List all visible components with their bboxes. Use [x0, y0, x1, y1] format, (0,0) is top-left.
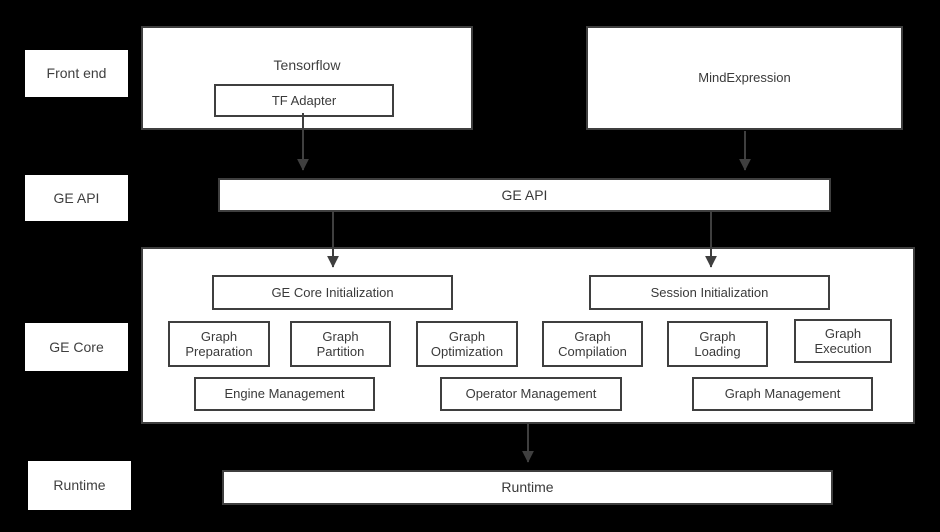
layer-label-ge-core-text: GE Core — [49, 338, 104, 355]
layer-label-runtime: Runtime — [28, 461, 131, 510]
session-initialization-label: Session Initialization — [650, 284, 769, 300]
module-graph-management-label: Graph Management — [724, 386, 841, 402]
module-graph-loading[interactable]: Graph Loading — [667, 321, 768, 367]
module-operator-management[interactable]: Operator Management — [440, 377, 622, 411]
ge-core-initialization-box[interactable]: GE Core Initialization — [212, 275, 453, 310]
module-graph-optimization-label: Graph Optimization — [430, 328, 504, 359]
ge-core-initialization-label: GE Core Initialization — [271, 284, 394, 300]
runtime-bar-label: Runtime — [501, 479, 554, 496]
ge-api-bar[interactable]: GE API — [218, 178, 831, 212]
module-graph-partition-label: Graph Partition — [316, 328, 365, 359]
layer-label-front-end: Front end — [25, 50, 128, 97]
module-graph-management[interactable]: Graph Management — [692, 377, 873, 411]
module-engine-management-label: Engine Management — [224, 386, 345, 402]
layer-label-runtime-text: Runtime — [53, 477, 106, 494]
module-operator-management-label: Operator Management — [465, 386, 597, 402]
module-graph-compilation-label: Graph Compilation — [558, 328, 627, 359]
layer-label-front-end-text: Front end — [46, 65, 107, 82]
module-engine-management[interactable]: Engine Management — [194, 377, 375, 411]
runtime-bar[interactable]: Runtime — [222, 470, 833, 505]
module-graph-preparation-label: Graph Preparation — [185, 328, 253, 359]
module-graph-execution-label: Graph Execution — [814, 325, 872, 356]
module-graph-optimization[interactable]: Graph Optimization — [416, 321, 518, 367]
layer-label-ge-core: GE Core — [25, 323, 128, 371]
layer-label-ge-api: GE API — [25, 175, 128, 221]
tf-adapter-box[interactable]: TF Adapter — [214, 84, 394, 117]
ge-api-bar-label: GE API — [501, 186, 548, 203]
ge-core-container: GE Core Initialization Session Initializ… — [141, 247, 915, 424]
mindexpression-label: MindExpression — [698, 70, 791, 86]
tensorflow-title: Tensorflow — [273, 57, 341, 73]
mindexpression-container: MindExpression — [586, 26, 903, 130]
module-graph-loading-label: Graph Loading — [694, 328, 741, 359]
layer-label-ge-api-text: GE API — [53, 189, 100, 206]
tf-adapter-label: TF Adapter — [271, 92, 337, 108]
module-graph-execution[interactable]: Graph Execution — [794, 319, 892, 363]
session-initialization-box[interactable]: Session Initialization — [589, 275, 830, 310]
module-graph-partition[interactable]: Graph Partition — [290, 321, 391, 367]
tensorflow-container: Tensorflow TF Adapter — [141, 26, 473, 130]
module-graph-preparation[interactable]: Graph Preparation — [168, 321, 270, 367]
module-graph-compilation[interactable]: Graph Compilation — [542, 321, 643, 367]
